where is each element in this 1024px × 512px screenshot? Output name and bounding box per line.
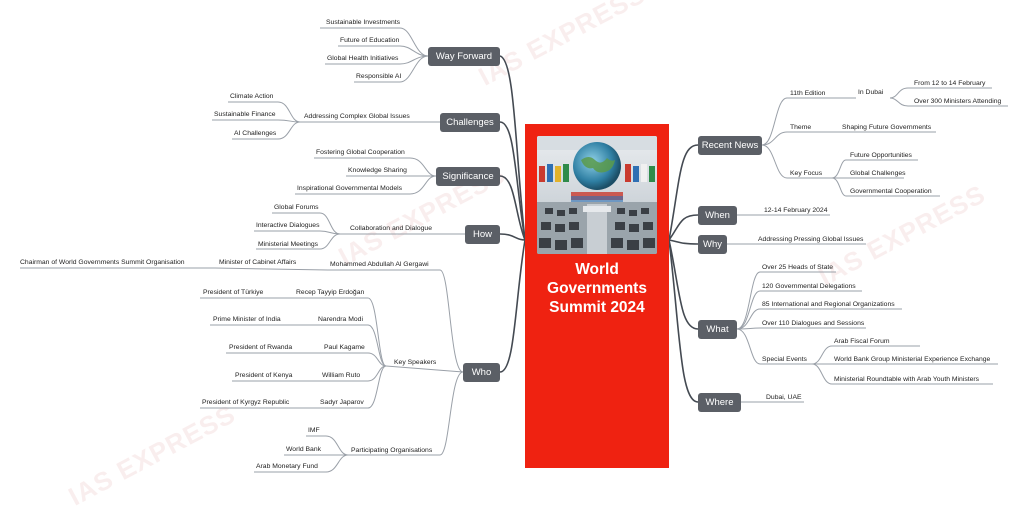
- speaker-title: President of Kenya: [235, 372, 293, 379]
- way-forward-item: Responsible AI: [356, 73, 402, 80]
- where-value: Dubai, UAE: [766, 394, 802, 401]
- speaker-title: President of Rwanda: [229, 344, 293, 351]
- how-subtopic: Collaboration and Dialogue: [350, 225, 432, 232]
- how-item: Interactive Dialogues: [256, 222, 320, 229]
- org-item: World Bank: [286, 446, 322, 453]
- significance-item: Inspirational Governmental Models: [297, 185, 403, 192]
- speaker-title: President of Kyrgyz Republic: [202, 399, 290, 406]
- branch-when[interactable]: When: [698, 206, 737, 225]
- what-item: 85 International and Regional Organizati…: [762, 301, 895, 308]
- branch-where[interactable]: Where: [698, 393, 741, 412]
- challenges-item: Climate Action: [230, 93, 274, 100]
- speaker-name: William Ruto: [322, 372, 361, 379]
- key-focus-item: Governmental Cooperation: [850, 188, 932, 195]
- orgs-label: Participating Organisations: [351, 447, 433, 454]
- special-event-item: Ministerial Roundtable with Arab Youth M…: [834, 376, 980, 383]
- key-focus-label: Key Focus: [790, 170, 823, 177]
- way-forward-item: Global Health Initiatives: [327, 55, 399, 62]
- who-gergawi-role2: Chairman of World Governments Summit Org…: [20, 259, 185, 266]
- branch-way-forward[interactable]: Way Forward: [428, 47, 500, 66]
- speaker-name: Paul Kagame: [324, 344, 365, 351]
- key-focus-item: Future Opportunities: [850, 152, 912, 159]
- how-item: Ministerial Meetings: [258, 241, 319, 248]
- org-item: IMF: [308, 427, 320, 434]
- branch-why[interactable]: Why: [698, 235, 727, 254]
- when-value: 12-14 February 2024: [764, 207, 828, 214]
- speaker-name: Sadyr Japarov: [320, 399, 364, 406]
- branch-how[interactable]: How: [465, 225, 500, 244]
- special-events-label: Special Events: [762, 356, 807, 363]
- branch-challenges[interactable]: Challenges: [440, 113, 500, 132]
- speaker-title: President of Türkiye: [203, 289, 264, 296]
- speaker-name: Recep Tayyip Erdoğan: [296, 289, 365, 296]
- what-item: Over 25 Heads of State: [762, 264, 834, 271]
- how-item: Global Forums: [274, 204, 319, 211]
- challenges-item: Sustainable Finance: [214, 111, 276, 118]
- branch-who[interactable]: Who: [463, 363, 500, 382]
- significance-item: Fostering Global Cooperation: [316, 149, 405, 156]
- connector-lines: [20, 27, 1008, 473]
- edition-item: Over 300 Ministers Attending: [914, 98, 1002, 105]
- what-item: Over 110 Dialogues and Sessions: [762, 320, 865, 327]
- key-focus-item: Global Challenges: [850, 170, 906, 177]
- edition-label: 11th Edition: [790, 90, 826, 97]
- key-speakers-label: Key Speakers: [394, 359, 437, 366]
- edition-item: From 12 to 14 February: [914, 80, 986, 87]
- challenges-item: AI Challenges: [234, 130, 277, 137]
- way-forward-item: Sustainable Investments: [326, 19, 401, 26]
- special-event-item: Arab Fiscal Forum: [834, 338, 890, 345]
- special-event-item: World Bank Group Ministerial Experience …: [834, 356, 991, 363]
- branch-recent-news[interactable]: Recent News: [698, 136, 762, 155]
- challenges-subtopic: Addressing Complex Global Issues: [304, 113, 410, 120]
- central-title: World Governments Summit 2024: [547, 261, 647, 316]
- why-value: Addressing Pressing Global Issues: [758, 236, 864, 243]
- org-item: Arab Monetary Fund: [256, 463, 318, 470]
- who-gergawi-role: Minister of Cabinet Affairs: [219, 259, 297, 266]
- speaker-title: Prime Minister of India: [213, 316, 281, 323]
- way-forward-item: Future of Education: [340, 37, 400, 44]
- summit-image: [537, 136, 657, 254]
- theme-label: Theme: [790, 124, 812, 131]
- what-item: 120 Governmental Delegations: [762, 283, 856, 290]
- speaker-name: Narendra Modi: [318, 316, 363, 323]
- who-gergawi: Mohammed Abdullah Al Gergawi: [330, 261, 429, 268]
- theme-value: Shaping Future Governments: [842, 124, 932, 131]
- edition-place: In Dubai: [858, 89, 884, 96]
- branch-what[interactable]: What: [698, 320, 737, 339]
- branch-significance[interactable]: Significance: [436, 167, 500, 186]
- central-topic: World Governments Summit 2024: [525, 124, 669, 468]
- significance-item: Knowledge Sharing: [348, 167, 407, 174]
